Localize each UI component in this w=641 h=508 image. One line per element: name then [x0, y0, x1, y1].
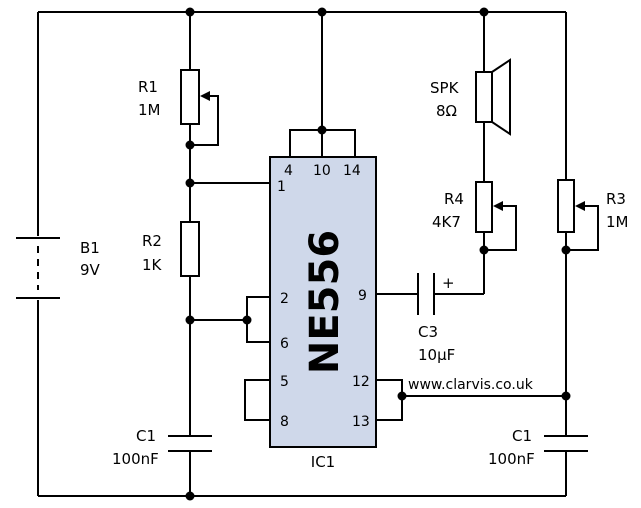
pin-2-label: 2 [280, 291, 289, 307]
pin-8-label: 8 [280, 414, 289, 430]
r2-value: 1K [142, 256, 163, 274]
r1-potentiometer-symbol [180, 69, 210, 125]
c3-polarity: + [442, 274, 455, 292]
c1-left-ref: C1 [136, 427, 156, 445]
c1-right-value: 100nF [488, 450, 535, 468]
pin-10-label: 10 [313, 163, 331, 179]
junction-dots [185, 7, 571, 501]
battery-ref: B1 [80, 239, 100, 257]
c1-left-value: 100nF [112, 450, 159, 468]
battery-value: 9V [80, 261, 101, 279]
ic-name: NE556 [302, 230, 348, 374]
r4-value: 4K7 [432, 213, 461, 231]
pin-13-label: 13 [352, 414, 370, 430]
r3-potentiometer-symbol [557, 179, 585, 233]
speaker-ref: SPK [430, 79, 460, 97]
pin-9-label: 9 [358, 288, 367, 304]
ic-ref: IC1 [311, 453, 335, 471]
r1-value: 1M [138, 101, 161, 119]
website-text: www.clarvis.co.uk [408, 377, 534, 393]
r2-ref: R2 [142, 232, 162, 250]
r3-ref: R3 [606, 190, 626, 208]
pin-6-label: 6 [280, 336, 289, 352]
r1-ref: R1 [138, 78, 158, 96]
pin-1-label: 1 [277, 179, 286, 195]
speaker-value: 8Ω [436, 102, 457, 120]
ic-body [269, 156, 377, 448]
pin-5-label: 5 [280, 374, 289, 390]
pin-12-label: 12 [352, 374, 370, 390]
speaker-symbol [475, 58, 511, 136]
c1-right-ref: C1 [512, 427, 532, 445]
c3-value: 10µF [418, 346, 455, 364]
wires [37, 11, 599, 497]
c3-ref: C3 [418, 323, 438, 341]
c3-capacitor-symbol [417, 273, 435, 315]
c1-right-capacitor-symbol [544, 435, 588, 452]
battery-symbol [16, 237, 60, 299]
r4-potentiometer-symbol [475, 181, 503, 233]
pin-14-label: 14 [343, 163, 361, 179]
r2-resistor-symbol [180, 221, 200, 277]
r3-value: 1M [606, 213, 629, 231]
pin-4-label: 4 [284, 163, 293, 179]
c1-left-capacitor-symbol [168, 435, 212, 452]
r4-ref: R4 [444, 190, 464, 208]
